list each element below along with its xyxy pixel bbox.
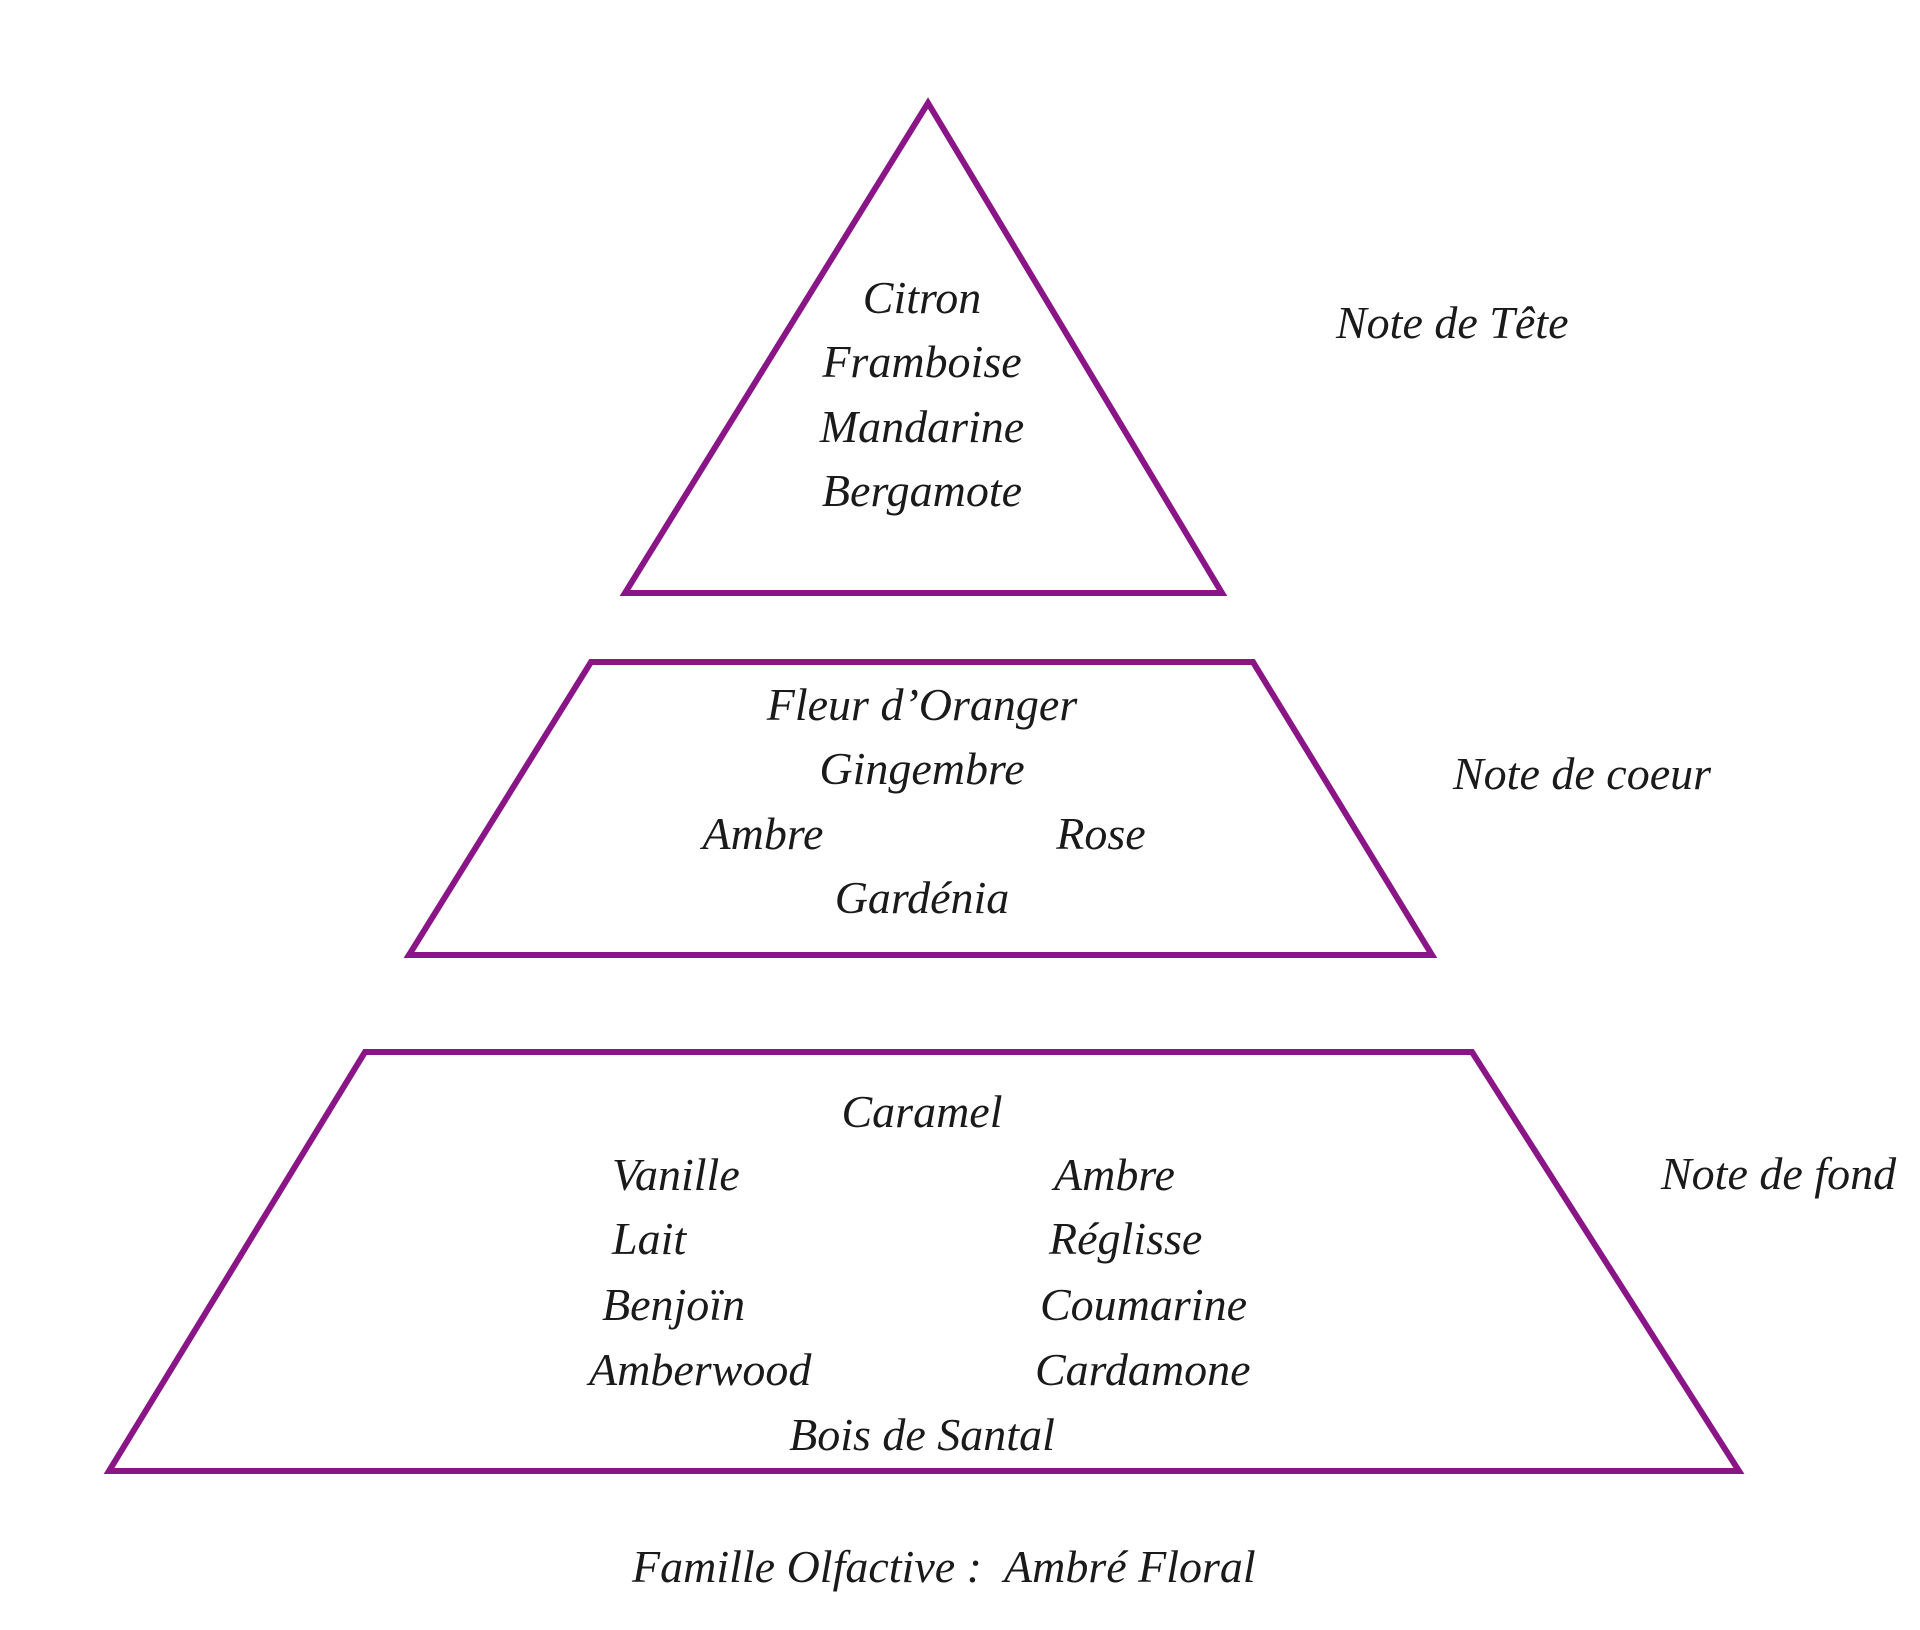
heart-notes-trapezoid	[403, 659, 1438, 958]
base-note: Réglisse	[1048, 1213, 1202, 1264]
heart-note: Gardénia	[835, 872, 1010, 923]
base-notes-trapezoid	[103, 1049, 1745, 1474]
heart-note: Gingembre	[819, 743, 1024, 794]
top-note: Mandarine	[819, 401, 1024, 452]
family-label: Famille Olfactive :	[631, 1541, 982, 1592]
base-note: Cardamone	[1035, 1344, 1251, 1395]
base-notes-label: Note de fond	[1660, 1148, 1897, 1199]
top-notes-triangle	[619, 97, 1228, 596]
base-note: Benjoïn	[602, 1279, 745, 1330]
top-notes-label: Note de Tête	[1335, 297, 1569, 348]
base-note: Lait	[611, 1213, 687, 1264]
heart-note: Ambre	[700, 808, 824, 859]
heart-notes-label: Note de coeur	[1452, 748, 1712, 799]
base-note: Amberwood	[586, 1344, 812, 1395]
family-value: Ambré Floral	[1001, 1541, 1256, 1592]
base-note: Bois de Santal	[789, 1409, 1055, 1460]
base-note: Vanille	[612, 1149, 740, 1200]
heart-note: Fleur d’Oranger	[766, 679, 1079, 730]
base-note: Caramel	[842, 1086, 1003, 1137]
top-note: Framboise	[821, 336, 1021, 387]
heart-note: Rose	[1055, 808, 1145, 859]
top-note: Bergamote	[822, 465, 1022, 516]
base-note: Ambre	[1051, 1149, 1175, 1200]
top-note: Citron	[863, 272, 981, 323]
base-note: Coumarine	[1040, 1279, 1247, 1330]
